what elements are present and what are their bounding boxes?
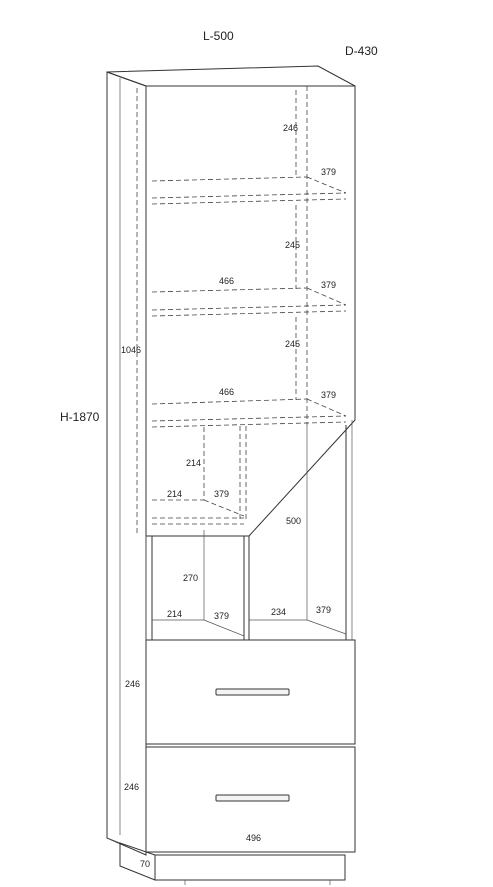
height-label: H-1870 (60, 410, 100, 424)
width-label: L-500 (203, 29, 234, 43)
small-compartment-depth-label: 379 (214, 489, 229, 499)
drawer-lower-height-label: 246 (124, 782, 139, 792)
plinth-front (154, 854, 346, 881)
drawer-width-label: 496 (246, 833, 261, 843)
shelf-gap-label: 246 (283, 123, 298, 133)
drawer-lower (145, 746, 356, 853)
shelf-width-label: 466 (219, 387, 234, 397)
glass-door (145, 85, 356, 537)
depth-label: D-430 (345, 44, 378, 58)
open-compartment-height-label: 270 (183, 573, 198, 583)
cabinet-top-panel (106, 65, 356, 87)
small-compartment-height-label: 214 (186, 458, 201, 468)
small-compartment-width-label: 214 (167, 489, 182, 499)
open-right-height-label: 500 (286, 516, 301, 526)
plinth-height-label: 70 (140, 859, 150, 869)
shelf-gap-label: 245 (285, 240, 300, 250)
shelf-gap-label: 245 (285, 339, 300, 349)
depth-label-shelf-2: 379 (321, 280, 336, 290)
shelf-width-label: 466 (219, 276, 234, 286)
open-right-depth-label: 379 (316, 605, 331, 615)
drawer-upper-height-label: 246 (125, 679, 140, 689)
drawer-upper (145, 639, 356, 745)
depth-label-shelf-1: 379 (321, 167, 336, 177)
open-left-width-label: 214 (167, 609, 182, 619)
drawer-lower-handle-icon (215, 794, 290, 802)
open-left-depth-label: 379 (214, 611, 229, 621)
cabinet-body (106, 65, 356, 885)
open-right-width-label: 234 (271, 607, 286, 617)
cabinet-side-panel (106, 71, 147, 856)
dimension-lines (119, 78, 297, 835)
drawer-upper-handle-icon (215, 688, 290, 696)
interior-hidden-lines (151, 86, 347, 525)
door-height-label: 1046 (121, 345, 141, 355)
depth-label-shelf-3: 379 (321, 390, 336, 400)
